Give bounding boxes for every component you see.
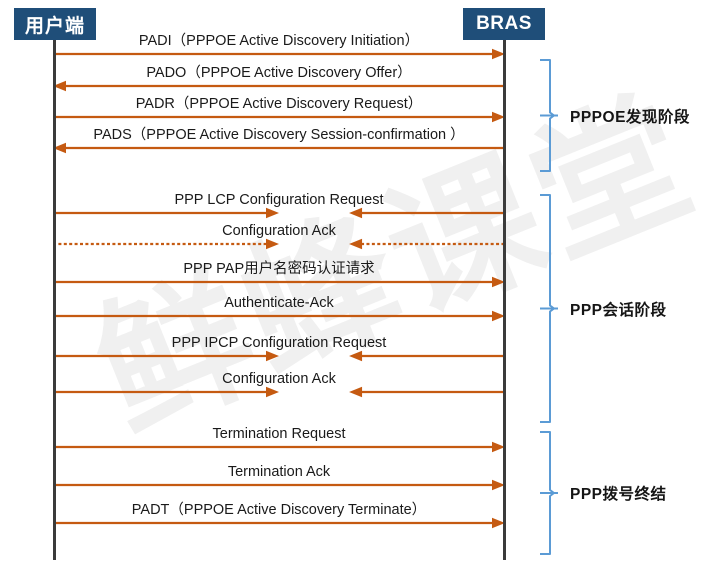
message-session-9[interactable]: Configuration Ack: [53, 364, 505, 398]
message-discovery-3[interactable]: PADS（PPPOE Active Discovery Session-conf…: [53, 120, 505, 154]
message-label: Configuration Ack: [222, 370, 336, 387]
phase-label-termination: PPP拨号终结: [570, 486, 667, 503]
message-label: PADO（PPPOE Active Discovery Offer）: [146, 64, 412, 81]
message-arrow-right: [53, 479, 505, 491]
message-arrow-right: [53, 276, 505, 288]
phase-label-session: PPP会话阶段: [570, 301, 667, 319]
message-label: PPP PAP用户名密码认证请求: [183, 260, 375, 277]
message-arrow-right: [53, 517, 505, 529]
lifeline-client: [53, 40, 56, 560]
brace-icon: [540, 59, 558, 172]
phase-group-session: PPP会话阶段: [518, 193, 698, 424]
message-termination-11[interactable]: Termination Ack: [53, 457, 505, 491]
message-label: PPP IPCP Configuration Request: [171, 334, 387, 351]
message-discovery-0[interactable]: PADI（PPPOE Active Discovery Initiation）: [53, 26, 505, 60]
message-session-4[interactable]: PPP LCP Configuration Request: [53, 185, 505, 219]
message-session-6[interactable]: PPP PAP用户名密码认证请求: [53, 254, 505, 288]
message-discovery-1[interactable]: PADO（PPPOE Active Discovery Offer）: [53, 58, 505, 92]
actor-label-client: 用户端: [24, 15, 85, 37]
message-session-8[interactable]: PPP IPCP Configuration Request: [53, 328, 505, 362]
actor-box-client[interactable]: 用户端: [14, 8, 96, 40]
actor-box-bras[interactable]: BRAS: [463, 8, 545, 40]
phase-label-discovery: PPPOE发现阶段: [570, 108, 690, 126]
message-arrow-both: [53, 207, 505, 219]
message-termination-12[interactable]: PADT（PPPOE Active Discovery Terminate）: [53, 495, 505, 529]
message-label: PADT（PPPOE Active Discovery Terminate）: [131, 501, 427, 518]
message-arrow-left: [53, 142, 505, 154]
message-session-5[interactable]: Configuration Ack: [53, 216, 505, 250]
message-arrow-both: [53, 350, 505, 362]
message-label: Configuration Ack: [222, 222, 336, 239]
message-label: Termination Request: [212, 425, 346, 442]
message-arrow-left: [53, 80, 505, 92]
brace-icon: [540, 431, 558, 555]
message-termination-10[interactable]: Termination Request: [53, 419, 505, 453]
message-label: Authenticate-Ack: [224, 294, 334, 311]
message-arrow-both: [53, 238, 505, 250]
brace-icon: [540, 194, 558, 423]
message-session-7[interactable]: Authenticate-Ack: [53, 288, 505, 322]
lifeline-bras: [503, 40, 506, 560]
message-label: Termination Ack: [227, 463, 331, 480]
message-arrow-right: [53, 48, 505, 60]
phase-group-termination: PPP拨号终结: [518, 430, 698, 556]
message-discovery-2[interactable]: PADR（PPPOE Active Discovery Request）: [53, 89, 505, 123]
message-label: PADI（PPPOE Active Discovery Initiation）: [138, 32, 420, 49]
message-arrow-right: [53, 111, 505, 123]
message-label: PADR（PPPOE Active Discovery Request）: [135, 95, 423, 112]
message-arrow-right: [53, 310, 505, 322]
message-label: PPP LCP Configuration Request: [174, 191, 384, 208]
actor-label-bras: BRAS: [476, 13, 532, 34]
message-label: PADS（PPPOE Active Discovery Session-conf…: [93, 126, 465, 143]
message-arrow-both: [53, 386, 505, 398]
message-arrow-right: [53, 441, 505, 453]
phase-group-discovery: PPPOE发现阶段: [518, 58, 698, 173]
